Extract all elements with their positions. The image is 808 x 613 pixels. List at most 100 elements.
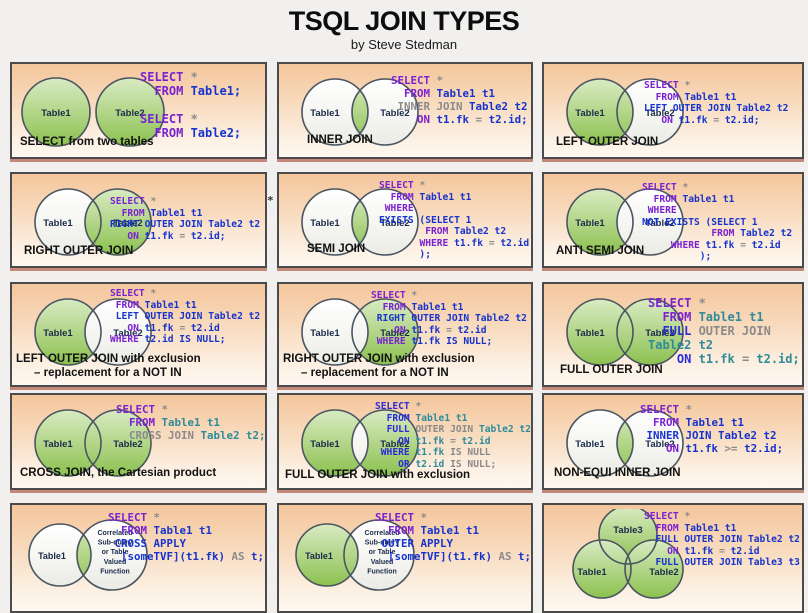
sql-token: t1.fk [685, 442, 725, 455]
sql-token: CROSS APPLY [114, 537, 187, 550]
sql-code-line: FROM Table1 t1 [379, 192, 529, 204]
panel-caption-select-two-tables: SELECT from two tables [20, 135, 154, 149]
sql-token: Table2 t2 [469, 100, 528, 113]
svg-text:Table1: Table1 [575, 108, 605, 119]
sql-token: Table1 t1 [153, 524, 213, 537]
sql-token: FROM [129, 416, 162, 429]
sql-token [642, 228, 711, 239]
sql-token [379, 192, 391, 203]
sql-token [375, 413, 387, 424]
svg-text:Table2: Table2 [380, 108, 409, 119]
svg-text:Table2: Table2 [645, 218, 674, 229]
sql-code-line: FROM Table1 t1 [391, 87, 528, 100]
sql-token: FROM [655, 91, 685, 103]
sql-code-line: SELECT * [140, 112, 241, 126]
svg-text:Valued: Valued [371, 559, 394, 566]
sql-code-line: FULL OUTER JOIN Table2 t2 [644, 534, 800, 546]
sql-token: Table1 t1 [419, 191, 472, 203]
sql-token: = [450, 435, 462, 447]
sql-token: * [150, 196, 157, 207]
sql-code-select-two-tables: SELECT * FROM Table1; SELECT * FROM Tabl… [140, 70, 241, 140]
sql-token [379, 226, 425, 237]
sql-token: = [179, 322, 191, 334]
svg-text:or Table: or Table [102, 549, 129, 556]
sql-token: * [411, 290, 418, 301]
sql-token: = [741, 352, 757, 366]
sql-token: Table1 t1 [698, 310, 764, 324]
sql-code-left-outer-join-exclusion: SELECT * FROM Table1 t1 LEFT OUTER JOIN … [110, 288, 260, 346]
sql-token: = [179, 230, 191, 242]
sql-code-line: [someTVF](t1.fk) AS t; [375, 550, 531, 563]
sql-code-line: ); [642, 251, 792, 263]
svg-text:Function: Function [367, 568, 397, 575]
sql-token: Table1 t1 [420, 524, 480, 537]
sql-token: t1.fk [411, 324, 447, 336]
sql-token: * [685, 403, 693, 416]
sql-token: * [698, 296, 706, 310]
sql-token: WHERE [110, 334, 145, 345]
sql-token: WHERE [376, 336, 412, 347]
sql-code-line: EXISTS (SELECT 1 [379, 215, 529, 227]
sql-token: SELECT [379, 180, 420, 191]
sql-token: SELECT [108, 511, 154, 524]
tsql-join-types-poster: { "header": { "title": "TSQL JOIN TYPES"… [10, 6, 804, 613]
sql-code-line: WHERE t1.fk IS NULL [375, 447, 531, 459]
sql-token [375, 524, 388, 537]
caption-line: – replacement for a NOT IN [301, 367, 449, 379]
sql-code-line: SELECT * [391, 74, 528, 87]
sql-token [371, 302, 383, 313]
sql-token [371, 325, 394, 336]
svg-text:Table1: Table1 [575, 218, 605, 229]
sql-token: INNER JOIN Table2 t2 [640, 429, 777, 442]
sql-token: WHERE [380, 447, 416, 458]
sql-token: * [190, 70, 198, 84]
sql-code-cross-apply: SELECT * FROM Table1 t1 CROSS APPLY [som… [108, 511, 264, 563]
sql-token: = [719, 545, 731, 557]
sql-token: t1.fk [678, 114, 714, 126]
sql-token: Table2; [190, 126, 242, 140]
sql-token: Table1 t1 [144, 299, 197, 311]
sql-token: AS [231, 550, 252, 563]
sql-token: FROM [653, 193, 683, 205]
sql-token: AS [498, 550, 519, 563]
sql-code-line [140, 98, 241, 112]
sql-token: Table1 t1 [415, 412, 468, 424]
sql-token: * [153, 511, 161, 524]
sql-token: t2.id [730, 545, 760, 557]
sql-token: * [682, 182, 689, 193]
sql-token [375, 550, 388, 563]
sql-token: * [190, 112, 198, 126]
sql-code-line: FROM Table1 t1 [371, 302, 527, 314]
sql-token [375, 424, 387, 435]
sql-token [375, 436, 398, 447]
sql-token: Table1 t1 [684, 522, 737, 534]
svg-text:Table2: Table2 [645, 328, 674, 339]
sql-token: RIGHT OUTER JOIN Table2 t2 [110, 219, 261, 230]
sql-code-line: SELECT * [640, 403, 783, 416]
sql-code-line: FROM Table1 t1 [375, 413, 531, 425]
svg-text:Table2: Table2 [380, 439, 409, 450]
sql-token: * [684, 80, 691, 91]
sql-token [108, 550, 121, 563]
sql-code-outer-apply: SELECT * FROM Table1 t1 OUTER APPLY [som… [375, 511, 531, 563]
sql-code-line: [someTVF](t1.fk) AS t; [108, 550, 264, 563]
svg-text:Function: Function [100, 568, 130, 575]
sql-code-line: NOT EXISTS (SELECT 1 [642, 217, 792, 229]
sql-token: Table2 t2 [454, 226, 507, 237]
sql-token: ON [127, 230, 145, 242]
svg-text:Table1: Table1 [43, 439, 73, 450]
sql-code-line: ); [379, 249, 529, 261]
sql-token: FULL OUTER JOIN Table2 t2 [644, 534, 800, 545]
sql-token: t2.id IS NULL; [144, 334, 226, 345]
caption-line: FULL OUTER JOIN [560, 364, 663, 376]
sql-token [391, 113, 417, 126]
caption-line: RIGHT OUTER JOIN [24, 245, 134, 257]
sql-code-line: INNER JOIN Table2 t2 [640, 429, 783, 442]
sql-code-line: RIGHT OUTER JOIN Table2 t2 [371, 313, 527, 325]
sql-code-line: WHERE t1.fk IS NULL; [371, 336, 527, 348]
